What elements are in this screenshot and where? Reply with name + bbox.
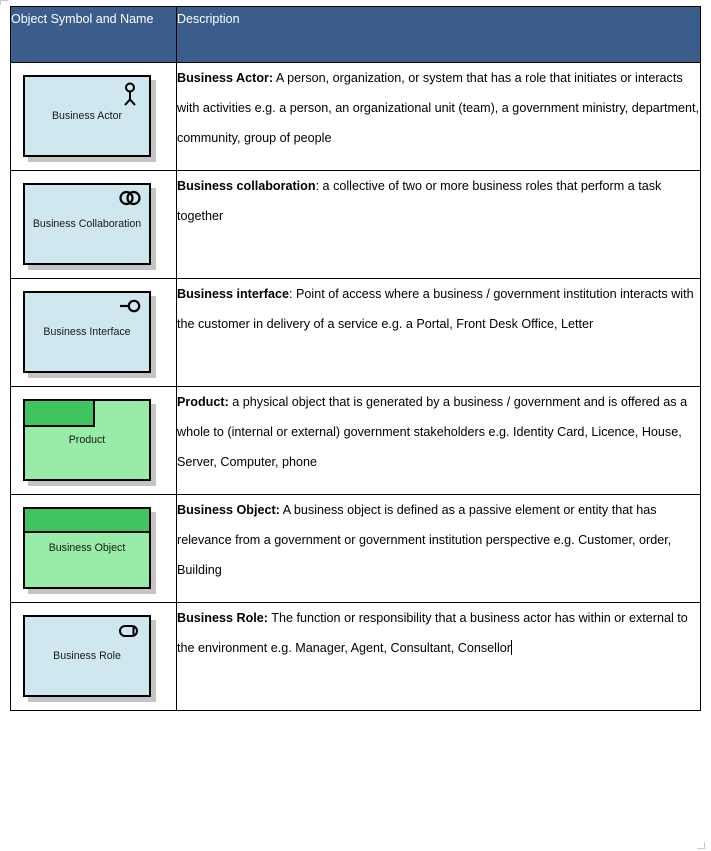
shape-label: Business Actor (51, 110, 123, 122)
shape-label: Product (68, 434, 106, 446)
term-description: A business object is defined as a passiv… (177, 503, 672, 577)
table-row: Business Collaboration Business collabor… (10, 170, 701, 279)
role-cylinder-icon (117, 621, 143, 647)
shape-wrapper: Product (23, 399, 151, 481)
term-description: The function or responsibility that a bu… (177, 611, 688, 655)
term-description: A person, organization, or system that h… (177, 71, 699, 145)
actor-stick-figure-icon (117, 81, 143, 107)
shape-wrapper: Business Actor (23, 75, 151, 157)
archimate-symbol-table: Object Symbol and Name Description (10, 6, 701, 711)
term-label: Business Object: (177, 503, 280, 517)
symbol-cell-product: Product (10, 386, 177, 495)
page-corner-mark-top-left (0, 0, 8, 5)
table-body: Business Actor Business Actor: A person,… (10, 62, 701, 711)
description-cell-business-collaboration: Business collaboration: a collective of … (176, 170, 701, 279)
description-cell-business-object: Business Object: A business object is de… (176, 494, 701, 603)
description-cell-business-interface: Business interface: Point of access wher… (176, 278, 701, 387)
term-label: Business interface (177, 287, 289, 301)
business-object-shape: Business Object (23, 507, 151, 589)
table-header: Object Symbol and Name Description (10, 6, 701, 63)
interface-lollipop-icon (117, 297, 143, 323)
table-row: Product Product: a physical object that … (10, 386, 701, 495)
business-interface-shape: Business Interface (23, 291, 151, 373)
description-cell-business-role: Business Role: The function or responsib… (176, 602, 701, 711)
table-row: Business Actor Business Actor: A person,… (10, 62, 701, 171)
shape-label: Business Role (53, 650, 121, 662)
term-label: Product: (177, 395, 229, 409)
column-header-description: Description (176, 6, 701, 63)
table-row: Business Role Business Role: The functio… (10, 602, 701, 711)
symbol-cell-business-object: Business Object (10, 494, 177, 603)
symbol-cell-business-actor: Business Actor (10, 62, 177, 171)
table-row: Business Object Business Object: A busin… (10, 494, 701, 603)
page-corner-mark-bottom-right (697, 842, 705, 849)
header-row: Object Symbol and Name Description (10, 6, 701, 63)
symbol-cell-business-role: Business Role (10, 602, 177, 711)
shape-label: Business Interface (43, 326, 131, 338)
shape-wrapper: Business Interface (23, 291, 151, 373)
symbol-cell-business-interface: Business Interface (10, 278, 177, 387)
business-object-band-icon (23, 507, 151, 533)
table-row: Business Interface Business interface: P… (10, 278, 701, 387)
term-label: Business Role: (177, 611, 268, 625)
shape-label: Business Object (48, 542, 126, 554)
shape-wrapper: Business Role (23, 615, 151, 697)
term-description: : Point of access where a business / gov… (177, 287, 694, 331)
term-label: Business Actor: (177, 71, 274, 85)
shape-label: Business Collaboration (32, 218, 142, 230)
product-shape: Product (23, 399, 151, 481)
product-tab-icon (23, 399, 95, 427)
column-header-symbol: Object Symbol and Name (10, 6, 177, 63)
term-label: Business collaboration (177, 179, 316, 193)
business-role-shape: Business Role (23, 615, 151, 697)
business-collaboration-shape: Business Collaboration (23, 183, 151, 265)
text-cursor (510, 640, 512, 655)
business-actor-shape: Business Actor (23, 75, 151, 157)
shape-wrapper: Business Collaboration (23, 183, 151, 265)
term-description: a physical object that is generated by a… (177, 395, 688, 469)
shape-wrapper: Business Object (23, 507, 151, 589)
symbol-cell-business-collaboration: Business Collaboration (10, 170, 177, 279)
collaboration-two-circles-icon (117, 189, 143, 215)
term-description: : a collective of two or more business r… (177, 179, 662, 223)
description-cell-business-actor: Business Actor: A person, organization, … (176, 62, 701, 171)
description-cell-product: Product: a physical object that is gener… (176, 386, 701, 495)
